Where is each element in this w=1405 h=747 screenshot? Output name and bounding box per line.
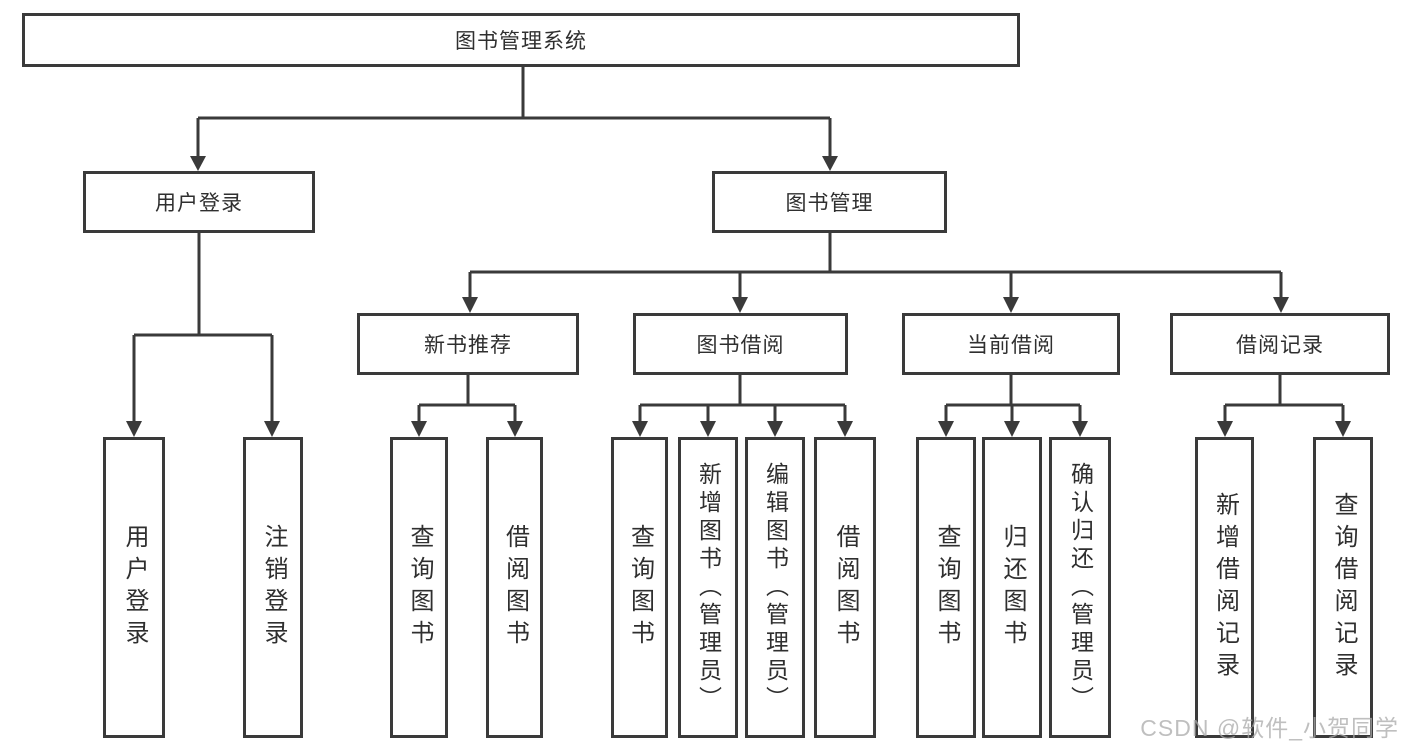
node-user-login-branch: 用户登录 <box>83 171 315 233</box>
node-label: 图书借阅 <box>696 334 785 357</box>
leaf-query-books-current: 查询图书 <box>916 437 976 738</box>
leaf-label: 借阅图书 <box>501 523 529 652</box>
leaf-label: 注销登录 <box>260 523 287 652</box>
node-label: 图书管理 <box>785 192 874 215</box>
leaf-borrow-books: 借阅图书 <box>814 437 876 738</box>
leaf-query-borrow-record: 查询借阅记录 <box>1313 437 1373 738</box>
leaf-user-login: 用户登录 <box>103 437 165 738</box>
leaf-confirm-return-admin: 确认归还（管理员） <box>1049 437 1111 738</box>
node-new-book-recommendation: 新书推荐 <box>357 313 579 375</box>
leaf-logout: 注销登录 <box>243 437 303 738</box>
node-current-borrowing: 当前借阅 <box>902 313 1120 375</box>
node-label: 借阅记录 <box>1236 334 1324 357</box>
node-label: 新书推荐 <box>424 334 512 357</box>
leaf-label: 编辑图书（管理员） <box>762 461 789 714</box>
leaf-label: 查询图书 <box>933 523 960 652</box>
leaf-query-books-recommend: 查询图书 <box>390 437 448 738</box>
node-book-management-branch: 图书管理 <box>712 171 947 233</box>
leaf-label: 查询借阅记录 <box>1330 491 1357 684</box>
leaf-add-borrow-record: 新增借阅记录 <box>1195 437 1254 738</box>
leaf-label: 查询图书 <box>626 523 654 652</box>
node-root-label: 图书管理系统 <box>455 30 587 53</box>
node-label: 用户登录 <box>155 192 243 215</box>
leaf-edit-book-admin: 编辑图书（管理员） <box>745 437 805 738</box>
leaf-label: 新增借阅记录 <box>1211 491 1239 684</box>
node-root-system: 图书管理系统 <box>22 13 1020 67</box>
leaf-label: 用户登录 <box>121 523 148 652</box>
leaf-label: 确认归还（管理员） <box>1067 461 1094 714</box>
leaf-label: 新增图书（管理员） <box>695 461 722 714</box>
node-book-borrowing: 图书借阅 <box>633 313 848 375</box>
leaf-return-books: 归还图书 <box>982 437 1042 738</box>
leaf-label: 借阅图书 <box>832 523 859 652</box>
node-label: 当前借阅 <box>967 334 1055 357</box>
leaf-add-book-admin: 新增图书（管理员） <box>678 437 738 738</box>
node-borrowing-records: 借阅记录 <box>1170 313 1390 375</box>
leaf-query-books-borrow: 查询图书 <box>611 437 668 738</box>
leaf-label: 归还图书 <box>999 523 1026 652</box>
leaf-label: 查询图书 <box>406 523 433 652</box>
leaf-borrow-books-recommend: 借阅图书 <box>486 437 543 738</box>
